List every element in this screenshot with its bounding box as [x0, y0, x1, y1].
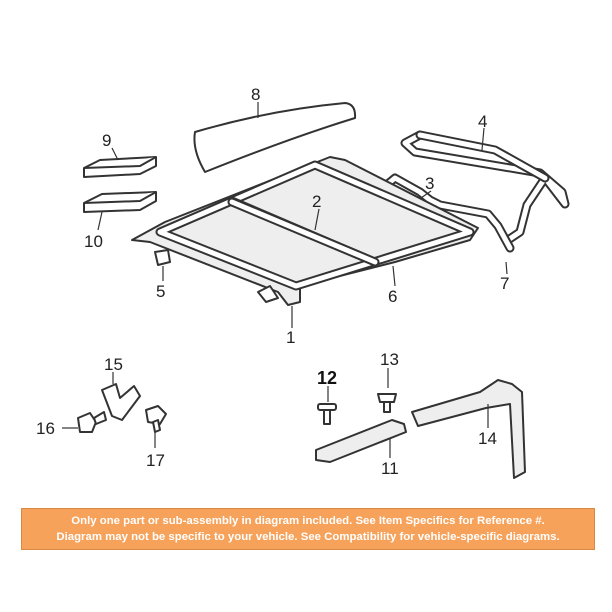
callout-4: 4 — [478, 112, 487, 131]
callout-9: 9 — [102, 131, 111, 150]
callout-13: 13 — [380, 350, 399, 369]
callout-12: 12 — [317, 368, 337, 388]
disclaimer-banner: Only one part or sub-assembly in diagram… — [21, 508, 595, 550]
callout-1: 1 — [286, 328, 295, 347]
part-10-pad — [83, 191, 157, 213]
part-6-bracket — [257, 285, 279, 303]
part-11-rail — [315, 419, 407, 463]
part-17-bolt — [145, 405, 167, 433]
callout-8: 8 — [251, 85, 260, 104]
callout-3: 3 — [425, 174, 434, 193]
part-13-pin — [377, 393, 397, 413]
callout-2: 2 — [312, 192, 321, 211]
part-1-top-frame — [131, 156, 479, 306]
callout-10: 10 — [84, 232, 103, 251]
disclaimer-line-2: Diagram may not be specific to your vehi… — [56, 531, 560, 543]
part-8-header-panel — [193, 102, 357, 173]
part-14-trim — [411, 379, 526, 479]
part-5-bracket — [154, 249, 171, 266]
callout-17: 17 — [146, 451, 165, 470]
part-15-bracket — [101, 383, 141, 421]
part-9-pad — [83, 156, 157, 178]
callout-7: 7 — [500, 274, 509, 293]
callout-6: 6 — [388, 287, 397, 306]
callout-14: 14 — [478, 429, 497, 448]
part-12-screw — [317, 403, 337, 425]
disclaimer-line-1: Only one part or sub-assembly in diagram… — [71, 515, 545, 527]
callout-11: 11 — [381, 459, 399, 478]
leader-lines — [62, 102, 508, 458]
part-4-rear-bow — [400, 130, 570, 245]
callout-15: 15 — [104, 355, 123, 374]
callout-5: 5 — [156, 282, 165, 301]
callout-16: 16 — [36, 419, 55, 438]
part-16-bolt — [77, 411, 107, 433]
